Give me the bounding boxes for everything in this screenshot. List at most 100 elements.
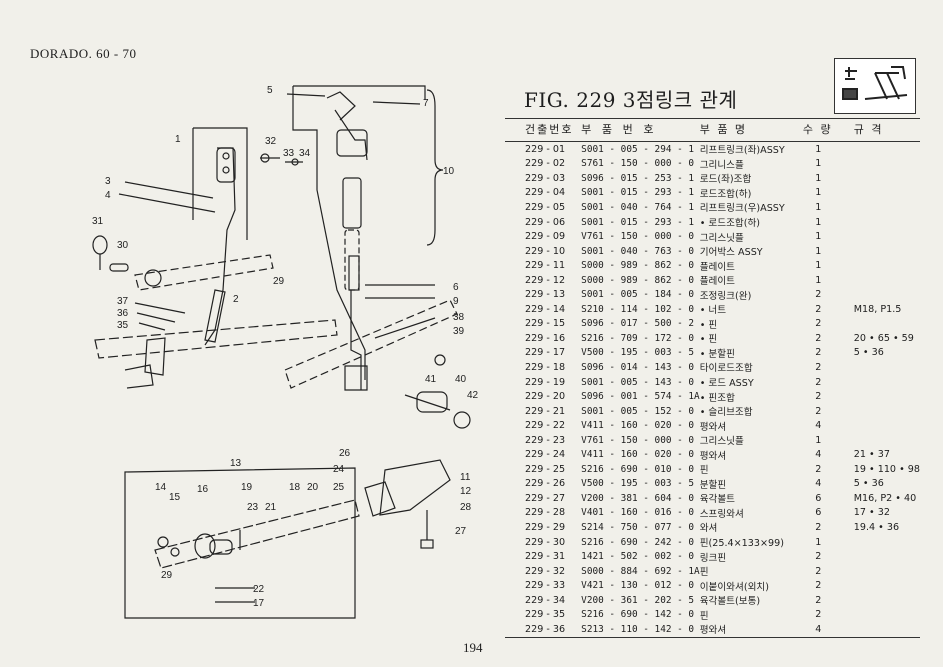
part-number-cell: S000 - 989 - 862 - 0 (581, 260, 695, 272)
spec-cell (834, 171, 920, 186)
qty-cell: 1 (815, 274, 822, 286)
spec-cell (834, 578, 920, 593)
qty-cell: 1 (815, 245, 822, 257)
part-number-cell: V401 - 160 - 016 - 0 (581, 507, 695, 519)
part-name-cell: 기어박스 ASSY (699, 247, 763, 259)
qty-cell: 4 (815, 420, 822, 432)
header-qty: 수 량 (802, 123, 833, 136)
spec-cell (834, 229, 920, 244)
qty-cell: 2 (815, 332, 822, 344)
callout-30: 30 (117, 240, 129, 251)
spec-cell (834, 593, 920, 608)
part-no-cell: 229 - 21 (525, 405, 566, 417)
part-no-cell: 229 - 25 (525, 463, 566, 475)
part-name-cell: 육각볼트 (699, 494, 736, 506)
part-number-cell: S216 - 690 - 142 - 0 (581, 609, 695, 621)
qty-cell: 2 (815, 361, 822, 373)
spec-cell: M18, P1.5 (853, 303, 902, 315)
qty-cell: 2 (815, 391, 822, 403)
spec-cell (834, 535, 920, 550)
part-name-cell: 핀 (699, 465, 709, 477)
qty-cell: 2 (815, 405, 822, 417)
callout-32: 32 (265, 136, 277, 147)
part-no-cell: 229 - 35 (525, 609, 566, 621)
part-number-cell: V411 - 160 - 020 - 0 (581, 420, 695, 432)
part-no-cell: 229 - 09 (525, 231, 566, 243)
callout-6: 6 (453, 282, 459, 293)
part-name-cell: 평와셔 (699, 450, 727, 462)
callout-27: 27 (455, 526, 467, 537)
part-number-cell: S001 - 005 - 152 - 0 (581, 405, 695, 417)
part-number-cell: S096 - 001 - 574 - 1A (581, 391, 700, 403)
callout-40: 40 (455, 374, 467, 385)
part-no-cell: 229 - 27 (525, 492, 566, 504)
part-name-cell: 플레이트 (699, 261, 736, 273)
spec-cell (834, 418, 920, 433)
part-number-cell: S210 - 114 - 102 - 0 (581, 303, 695, 315)
callout-25: 25 (333, 482, 345, 493)
part-name-cell: • 너트 (699, 305, 727, 317)
part-number-cell: V500 - 195 - 003 - 5 (581, 347, 695, 359)
page-number: 194 (463, 640, 483, 655)
callout-36: 36 (117, 308, 129, 319)
part-name-cell: • 핀조합 (699, 392, 735, 404)
header-part-number: 부 품 번 호 (581, 123, 656, 136)
qty-cell: 1 (815, 172, 822, 184)
spec-cell: 17 • 32 (853, 507, 890, 519)
spec-cell (834, 549, 920, 564)
qty-cell: 2 (815, 303, 822, 315)
callout-14: 14 (155, 482, 167, 493)
part-no-cell: 229 - 04 (525, 187, 566, 199)
figure-title: FIG. 229 3점링크 관계 (524, 88, 738, 112)
part-name-cell: 그리스닛플 (699, 436, 744, 448)
part-number-cell: S096 - 017 - 500 - 2 (581, 318, 695, 330)
callout-17: 17 (253, 598, 265, 609)
qty-cell: 1 (815, 216, 822, 228)
callout-23: 23 (247, 502, 259, 513)
exploded-parts-diagram: 5 7 1 32 33 34 10 3 4 31 30 29 2 6 9 38 … (92, 85, 479, 619)
part-name-cell: • 슬리브조합 (699, 407, 753, 419)
spec-cell: 5 • 36 (853, 478, 884, 490)
spec-cell (834, 200, 920, 215)
spec-cell: 20 • 65 • 59 (853, 332, 914, 344)
callout-9: 9 (453, 296, 459, 307)
part-name-cell: 링크핀 (699, 552, 727, 564)
part-name-cell: 플레이트 (699, 276, 736, 288)
qty-cell: 4 (815, 449, 822, 461)
part-name-cell: 와셔 (699, 523, 718, 535)
spec-cell (834, 186, 920, 201)
callout-38: 38 (453, 312, 465, 323)
qty-cell: 2 (815, 565, 822, 577)
part-name-cell: 조정링크(완) (699, 290, 752, 302)
spec-cell (834, 287, 920, 302)
spec-cell (834, 244, 920, 259)
part-number-cell: V200 - 361 - 202 - 5 (581, 594, 695, 606)
callout-2: 2 (233, 294, 239, 305)
part-name-cell: 육각볼트(보통) (699, 596, 761, 608)
part-number-cell: V500 - 195 - 003 - 5 (581, 478, 695, 490)
spec-cell (834, 404, 920, 419)
part-number-cell: S001 - 040 - 763 - 0 (581, 245, 695, 257)
part-name-cell: 핀 (699, 610, 709, 622)
qty-cell: 4 (815, 623, 822, 635)
part-name-cell: • 핀 (699, 334, 718, 346)
spec-cell (834, 258, 920, 273)
spec-cell: 19 • 110 • 98 (853, 463, 920, 475)
part-no-cell: 229 - 16 (525, 332, 566, 344)
part-no-cell: 229 - 32 (525, 565, 566, 577)
qty-cell: 1 (815, 536, 822, 548)
qty-cell: 6 (815, 507, 822, 519)
part-no-cell: 229 - 20 (525, 391, 566, 403)
